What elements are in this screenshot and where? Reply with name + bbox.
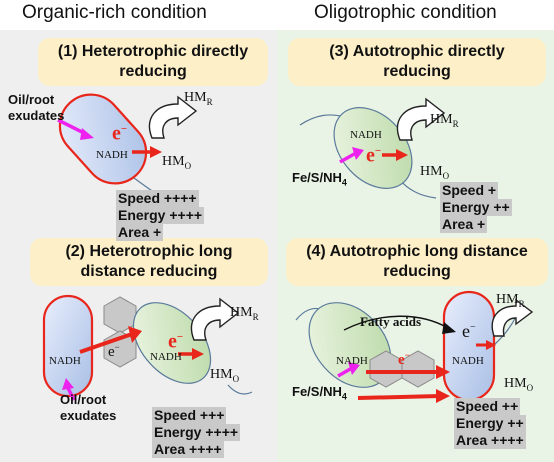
panel-2-long-electron-arrow [79,332,133,354]
panel-4-substrate-label: Fe/S/NH4 [292,384,347,402]
panel-4-blue-nadh-label: NADH [452,355,484,367]
panel-2-flagellum [227,384,253,395]
panel-4-fatty-acids-label: Fatty acids [360,314,422,329]
panel-4-hm-r-label: HMR [496,292,525,309]
panel-4-lower-electron-arrow [357,394,441,400]
panel-3-hm-o-label: HMO [420,164,450,181]
panel-1-cell [58,93,148,185]
panel-1-title-line1: (1) Heterotrophic directly [57,43,249,60]
panel-4-conversion-arrow [491,298,534,337]
right-column-title: Oligotrophic condition [314,2,497,23]
panel-3-energy: Energy ++ [440,199,512,216]
panel-3-area: Area + [440,216,488,233]
panel-2-hm-o-label: HMO [210,367,240,384]
panel-2-uptake-arrow [66,387,76,401]
panel-4-energy: Energy ++ [454,415,526,432]
panel-3-substrate-label: Fe/S/NH4 [292,170,347,188]
panel-3-hm-r-label: HMR [430,112,459,129]
panel-4-hexagon-right [401,350,435,388]
panel-4-title-line2: reducing [383,263,451,280]
panel-3-title-line1: (3) Autotrophic directly [329,43,505,60]
panel-1-area: Area + [116,224,164,241]
panel-2-conversion-arrow [190,297,240,341]
panel-4-nadh-label: NADH [336,355,368,367]
panel-3-speed: Speed + [440,182,499,199]
panel-1-substrate-label: Oil/root exudates [8,92,65,123]
panel-2-green-nadh-label: NADH [150,351,182,363]
panel-3-nadh-label: NADH [350,129,382,141]
panel-2-substrate-label: Oil/root exudates [60,392,117,423]
panel-1-title-line2: reducing [119,63,187,80]
panel-1-speed: Speed ++++ [116,190,199,207]
panel-4-electron-label: e− [462,321,476,341]
panel-4-uptake-arrow [337,366,353,378]
panel-3-title: (3) Autotrophic directly reducing [288,38,546,86]
panel-2-title: (2) Heterotrophic long distance reducing [30,238,268,286]
panel-4-title: (4) Autotrophic long distance reducing [286,238,548,286]
panel-2-title-line1: (2) Heterotrophic long [65,243,233,260]
left-column-title: Organic-rich condition [22,2,207,23]
panel-2-long-electron-label: e− [108,342,120,360]
panel-1-nadh-label: NADH [96,149,128,161]
panel-2-nadh-label: NADH [49,355,81,367]
panel-1-electron-label: e− [112,122,128,145]
panel-3-electron-label: e− [366,144,382,167]
panel-2-electron-label: e− [168,330,184,353]
panel-1-hm-o-label: HMO [162,154,192,171]
panel-1-uptake-arrow [57,118,85,135]
panel-4-title-line1: (4) Autotrophic long distance [306,243,528,260]
panel-1-energy: Energy ++++ [116,207,205,224]
panel-4-speed: Speed ++ [454,398,521,415]
panel-1-hm-r-label: HMR [184,90,213,107]
panel-2-area: Area ++++ [152,441,224,458]
panel-2-title-line2: distance reducing [80,263,218,280]
panel-4-fatty-acid-arrow [343,315,449,331]
panel-2-hm-r-label: HMR [230,305,259,322]
panel-4-hm-o-label: HMO [504,376,534,393]
panel-3-conversion-arrow [396,97,446,141]
panel-1-conversion-arrow [148,95,198,139]
panel-2-energy: Energy ++++ [152,424,241,441]
panel-4-hexagon-electron-label: e− [398,350,410,368]
panel-3-title-line2: reducing [383,63,451,80]
panel-2-speed: Speed +++ [152,407,227,424]
panel-4-area: Area ++++ [454,432,526,449]
panel-3-uptake-arrow [339,151,357,164]
panel-1-title: (1) Heterotrophic directly reducing [38,38,268,86]
